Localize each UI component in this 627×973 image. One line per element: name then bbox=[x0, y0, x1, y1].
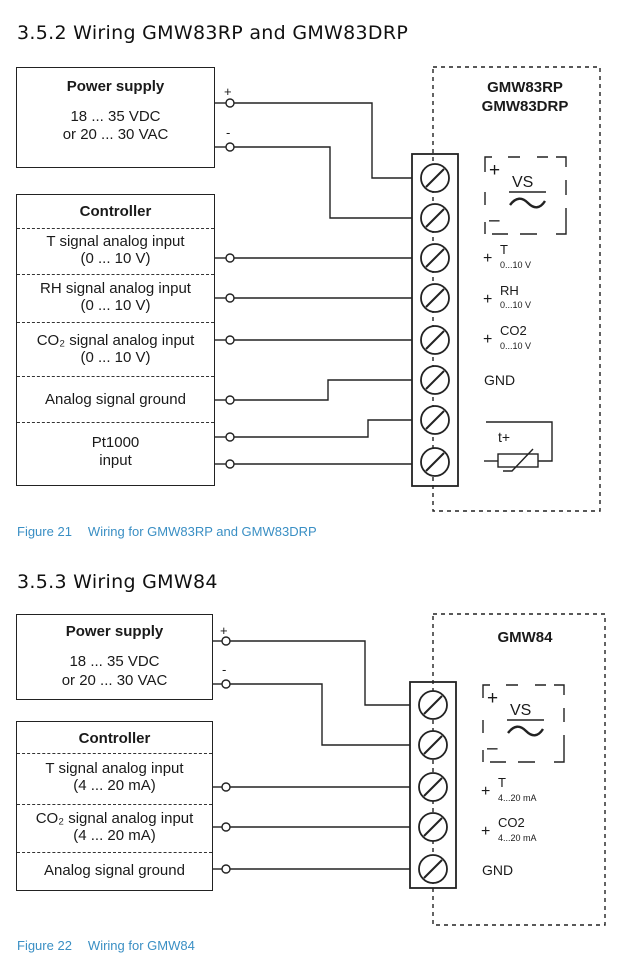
co2-signal-range: (0 ... 10 V) bbox=[80, 349, 151, 366]
figure-number: Figure 22 bbox=[17, 938, 72, 953]
pt1000-input-label: input bbox=[99, 452, 132, 469]
figure-caption-text: Wiring for GMW83RP and GMW83DRP bbox=[87, 524, 317, 539]
controller-box: Controller T signal analog input (0 ... … bbox=[16, 194, 215, 486]
plus-sign: + bbox=[220, 623, 228, 638]
t-signal-label: T signal analog input bbox=[46, 233, 185, 250]
rh-terminal-sign: + bbox=[483, 291, 493, 308]
t-terminal-name: T bbox=[500, 242, 508, 257]
minus-sign: - bbox=[222, 662, 227, 677]
analog-ground-label: Analog signal ground bbox=[44, 862, 185, 879]
device-name-gmw84: GMW84 bbox=[497, 629, 553, 646]
vs-plus-sign: + bbox=[487, 688, 499, 709]
gnd-label: GND bbox=[482, 862, 514, 878]
co2-terminal-name: CO2 bbox=[498, 815, 525, 830]
co2-terminal-sign: + bbox=[481, 823, 491, 840]
t-signal-range: (4 ... 20 mA) bbox=[73, 777, 156, 794]
t-signal-label: T signal analog input bbox=[45, 760, 184, 777]
minus-sign: - bbox=[226, 125, 231, 140]
figure-caption-text: Wiring for GMW84 bbox=[87, 938, 195, 953]
co2-terminal-sign: + bbox=[483, 331, 493, 348]
t-terminal-sign: + bbox=[483, 250, 493, 267]
vs-plus-sign: + bbox=[489, 160, 501, 181]
rh-terminal-range: 0...10 V bbox=[500, 300, 532, 310]
rh-terminal-name: RH bbox=[500, 283, 519, 298]
device-name-gmw83drp: GMW83DRP bbox=[481, 98, 569, 115]
gnd-label: GND bbox=[484, 372, 516, 388]
t-terminal-sign: + bbox=[481, 783, 491, 800]
t-terminal-range: 0...10 V bbox=[500, 260, 532, 270]
section-heading: 3.5.2 Wiring GMW83RP and GMW83DRP bbox=[17, 22, 409, 44]
pt1000-sensor-label: t+ bbox=[498, 429, 511, 445]
rh-signal-label: RH signal analog input bbox=[40, 280, 191, 297]
co2-terminal-name: CO2 bbox=[500, 323, 527, 338]
t-terminal-range: 4...20 mA bbox=[498, 793, 537, 803]
power-supply-title: Power supply bbox=[66, 78, 165, 95]
figure-caption: Figure 21 Wiring for GMW83RP and GMW83DRP bbox=[17, 524, 317, 539]
co2-signal-label: CO₂ signal analog input bbox=[35, 810, 194, 827]
t-terminal-name: T bbox=[498, 775, 506, 790]
figure-caption: Figure 22 Wiring for GMW84 bbox=[17, 938, 195, 953]
power-supply-dc: 18 ... 35 VDC bbox=[70, 108, 161, 125]
power-supply-ac: or 20 ... 30 VAC bbox=[61, 672, 168, 689]
vs-minus-sign: – bbox=[487, 738, 498, 759]
controller-title: Controller bbox=[79, 203, 152, 220]
power-supply-dc: 18 ... 35 VDC bbox=[69, 653, 160, 670]
co2-signal-range: (4 ... 20 mA) bbox=[73, 827, 156, 844]
vs-label: VS bbox=[510, 702, 532, 719]
co2-terminal-range: 4...20 mA bbox=[498, 833, 537, 843]
vs-minus-sign: – bbox=[489, 210, 500, 231]
plus-sign: + bbox=[224, 84, 232, 99]
pt1000-label: Pt1000 bbox=[91, 434, 140, 451]
power-supply-title: Power supply bbox=[65, 623, 164, 640]
device-name-gmw83rp: GMW83RP bbox=[487, 79, 563, 96]
power-supply-box: Power supply 18 ... 35 VDC or 20 ... 30 … bbox=[16, 67, 215, 168]
figure-number: Figure 21 bbox=[17, 524, 72, 539]
co2-signal-label: CO₂ signal analog input bbox=[36, 332, 195, 349]
section-heading: 3.5.3 Wiring GMW84 bbox=[17, 571, 218, 593]
analog-ground-label: Analog signal ground bbox=[45, 391, 186, 408]
controller-title: Controller bbox=[78, 730, 151, 747]
vs-label: VS bbox=[512, 174, 534, 191]
co2-terminal-range: 0...10 V bbox=[500, 341, 532, 351]
power-supply-ac: or 20 ... 30 VAC bbox=[62, 126, 169, 143]
controller-box: Controller T signal analog input (4 ... … bbox=[16, 721, 213, 891]
power-supply-box: Power supply 18 ... 35 VDC or 20 ... 30 … bbox=[16, 614, 213, 700]
rh-signal-range: (0 ... 10 V) bbox=[80, 297, 151, 314]
t-signal-range: (0 ... 10 V) bbox=[80, 250, 151, 267]
